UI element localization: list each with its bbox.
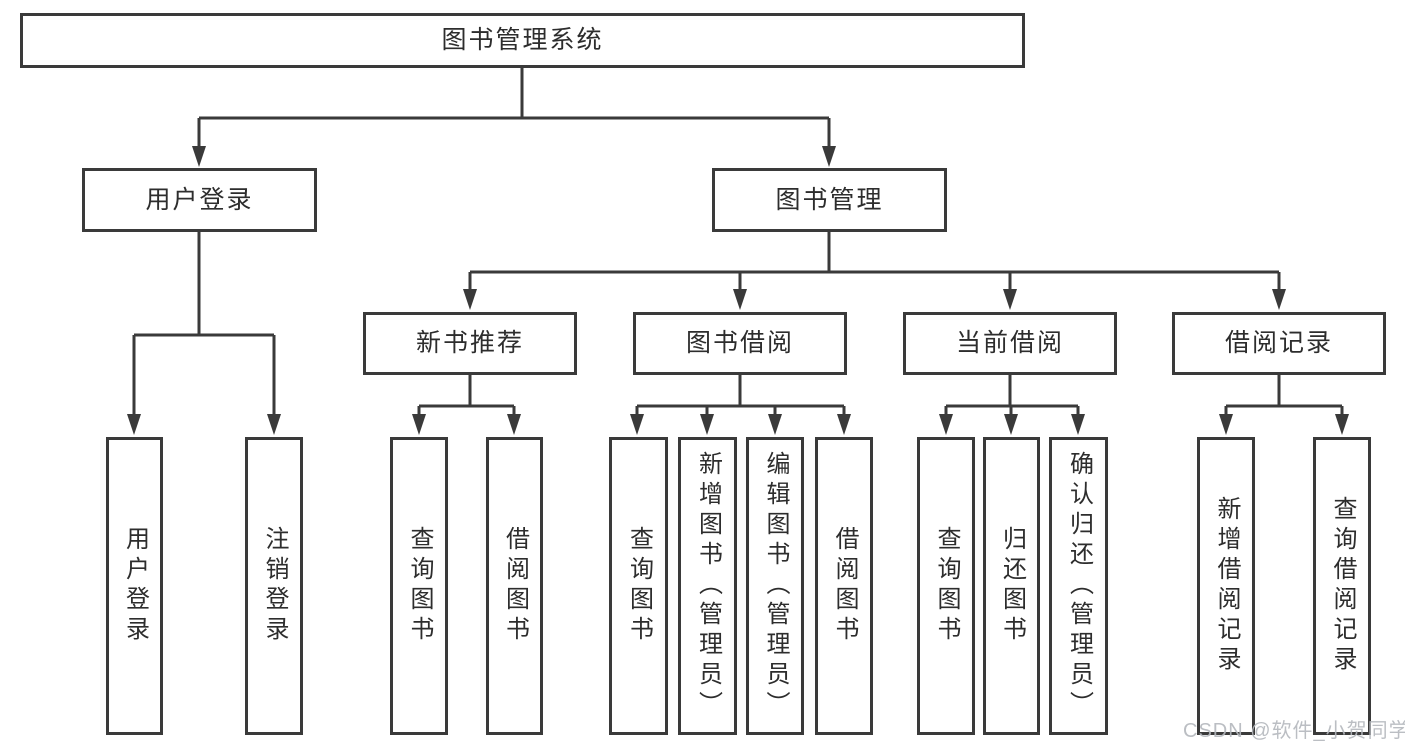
node-label: 当前借阅 xyxy=(955,329,1064,357)
leaf-newrec-query-books: 查询图书 xyxy=(390,437,448,735)
node-book-borrow: 图书借阅 xyxy=(633,312,847,375)
node-label: 借阅记录 xyxy=(1224,329,1333,357)
leaf-records-add-record: 新增借阅记录 xyxy=(1197,437,1255,735)
leaf-current-query-books: 查询图书 xyxy=(917,437,975,735)
leaf-logout: 注销登录 xyxy=(245,437,303,735)
node-root-system: 图书管理系统 xyxy=(20,13,1025,68)
node-label: 用户登录 xyxy=(121,526,149,646)
node-label: 查询图书 xyxy=(625,526,653,646)
node-label: 图书借阅 xyxy=(685,329,794,357)
leaf-current-return-books: 归还图书 xyxy=(983,437,1040,735)
node-label: 借阅图书 xyxy=(501,526,529,646)
node-label: 查询借阅记录 xyxy=(1329,496,1356,676)
node-borrow-records: 借阅记录 xyxy=(1172,312,1386,375)
node-label: 借阅图书 xyxy=(831,526,858,646)
node-label: 图书管理 xyxy=(775,185,884,214)
node-label: 归还图书 xyxy=(998,526,1026,646)
node-label: 注销登录 xyxy=(261,526,288,646)
node-label: 新增图书（管理员） xyxy=(694,451,722,721)
leaf-current-confirm-return-admin: 确认归还（管理员） xyxy=(1049,437,1108,735)
node-label: 用户登录 xyxy=(145,185,254,214)
node-label: 新书推荐 xyxy=(415,329,524,357)
watermark: CSDN @软件_小贺同学 xyxy=(1183,720,1405,742)
leaf-user-login: 用户登录 xyxy=(106,437,163,735)
node-new-book-recommend: 新书推荐 xyxy=(363,312,577,375)
leaf-borrow-add-books-admin: 新增图书（管理员） xyxy=(678,437,737,735)
node-book-management: 图书管理 xyxy=(712,168,947,232)
leaf-borrow-query-books: 查询图书 xyxy=(609,437,668,735)
node-label: 查询图书 xyxy=(406,526,433,646)
leaf-borrow-edit-books-admin: 编辑图书（管理员） xyxy=(746,437,804,735)
leaf-records-query-record: 查询借阅记录 xyxy=(1313,437,1371,735)
node-label: 编辑图书（管理员） xyxy=(762,451,789,721)
node-label: 图书管理系统 xyxy=(441,26,604,54)
node-label: 新增借阅记录 xyxy=(1213,496,1240,676)
leaf-borrow-borrow-books: 借阅图书 xyxy=(815,437,873,735)
leaf-newrec-borrow-books: 借阅图书 xyxy=(486,437,543,735)
node-user-login: 用户登录 xyxy=(82,168,317,232)
node-current-borrow: 当前借阅 xyxy=(903,312,1117,375)
node-label: 查询图书 xyxy=(933,526,960,646)
node-label: 确认归还（管理员） xyxy=(1065,451,1093,721)
